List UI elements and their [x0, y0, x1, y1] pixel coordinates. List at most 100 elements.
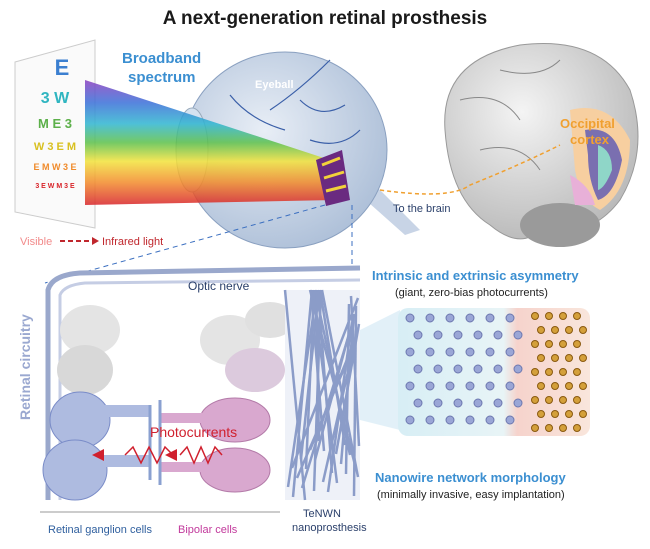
- lattice-atom: [413, 330, 423, 340]
- lattice-atom: [493, 364, 503, 374]
- surface-atom: [531, 312, 539, 320]
- occipital-label: Occipital: [560, 116, 615, 131]
- broadband-light-beam: [85, 80, 335, 205]
- surface-atom: [545, 396, 553, 404]
- lattice-atom: [413, 398, 423, 408]
- surface-atom: [531, 424, 539, 432]
- retinal-implant-icon: [316, 150, 350, 206]
- surface-atom: [565, 382, 573, 390]
- lattice-atom: [465, 381, 475, 391]
- surface-atom: [559, 312, 567, 320]
- brain: [444, 42, 639, 247]
- optic-nerve-label: Optic nerve: [188, 279, 250, 293]
- lattice-atom: [445, 313, 455, 323]
- lattice-atom: [453, 364, 463, 374]
- lattice-atom: [465, 415, 475, 425]
- surface-atom: [545, 368, 553, 376]
- surface-atom: [537, 326, 545, 334]
- retinal-circuitry-label: Retinal circuitry: [17, 314, 33, 420]
- surface-atom: [545, 424, 553, 432]
- svg-text:M E 3: M E 3: [38, 116, 72, 131]
- asymmetry-title: Intrinsic and extrinsic asymmetry: [372, 268, 579, 283]
- crystal-lattice-inset: [398, 308, 590, 436]
- lattice-atom: [473, 330, 483, 340]
- surface-atom: [531, 340, 539, 348]
- surface-atom: [573, 368, 581, 376]
- lattice-atom: [433, 364, 443, 374]
- visible-label: Visible: [20, 236, 52, 248]
- eyeball-label: Eyeball: [255, 79, 294, 91]
- photocurrents-label: Photocurrents: [150, 424, 237, 440]
- surface-atom: [531, 368, 539, 376]
- lattice-atom: [513, 330, 523, 340]
- lattice-atom: [453, 330, 463, 340]
- morphology-title: Nanowire network morphology: [375, 470, 566, 485]
- arrowhead-icon: [92, 237, 99, 245]
- surface-atom: [537, 410, 545, 418]
- page-title: A next-generation retinal prosthesis: [163, 8, 487, 29]
- surface-atom: [531, 396, 539, 404]
- svg-text:E M W 3 E: E M W 3 E: [33, 162, 76, 172]
- surface-atom: [565, 410, 573, 418]
- nanowire: [344, 303, 351, 475]
- lattice-atom: [505, 381, 515, 391]
- surface-atom: [565, 354, 573, 362]
- surface-atom: [573, 396, 581, 404]
- signal-path-to-brain: [379, 144, 561, 195]
- morphology-subtitle: (minimally invasive, easy implantation): [377, 489, 565, 501]
- surface-atom: [579, 382, 587, 390]
- surface-atom: [551, 354, 559, 362]
- svg-text:E: E: [55, 55, 70, 80]
- lattice-atom: [405, 313, 415, 323]
- lattice-atom: [485, 347, 495, 357]
- nanowire-network: [283, 289, 361, 501]
- asymmetry-subtitle: (giant, zero-bias photocurrents): [395, 287, 548, 299]
- lattice-atom: [505, 313, 515, 323]
- lattice-atom: [485, 415, 495, 425]
- svg-text:W 3 E M: W 3 E M: [34, 141, 76, 153]
- eye-chart: E 3 W M E 3 W 3 E M E M W 3 E 3 E W M 3 …: [14, 39, 96, 229]
- bipolar-label: Bipolar cells: [178, 524, 238, 536]
- lattice-atom: [485, 381, 495, 391]
- surface-atom: [537, 382, 545, 390]
- lattice-atom: [473, 364, 483, 374]
- surface-atom: [551, 382, 559, 390]
- lattice-atom: [513, 398, 523, 408]
- surface-atom: [579, 354, 587, 362]
- surface-atom: [573, 424, 581, 432]
- surface-atom: [551, 326, 559, 334]
- lattice-atom: [425, 313, 435, 323]
- surface-atom: [573, 312, 581, 320]
- lattice-atom: [433, 330, 443, 340]
- svg-text:3 E W M 3 E: 3 E W M 3 E: [35, 183, 75, 190]
- lattice-atom: [473, 398, 483, 408]
- lattice-atom: [485, 313, 495, 323]
- lattice-atom: [413, 364, 423, 374]
- lattice-atom: [425, 347, 435, 357]
- surface-atom: [559, 424, 567, 432]
- nanowire: [349, 295, 361, 447]
- nanowire: [320, 289, 360, 478]
- lattice-atom: [505, 415, 515, 425]
- tenwn-label: TeNWN: [303, 508, 341, 520]
- lattice-atom: [445, 381, 455, 391]
- nanowire: [300, 337, 350, 489]
- surface-atom: [537, 354, 545, 362]
- nanowire: [291, 289, 314, 498]
- nanoprosthesis-label: nanoprosthesis: [292, 522, 367, 534]
- surface-atom: [565, 326, 573, 334]
- surface-atom: [559, 340, 567, 348]
- cortex-label: cortex: [570, 132, 610, 147]
- lattice-atom: [453, 398, 463, 408]
- svg-text:3 W: 3 W: [41, 90, 70, 107]
- lattice-atom: [405, 347, 415, 357]
- lattice-atom: [425, 381, 435, 391]
- spectrum-label: spectrum: [128, 69, 196, 86]
- lattice-atom: [513, 364, 523, 374]
- surface-atom: [579, 326, 587, 334]
- lattice-atom: [445, 347, 455, 357]
- surface-atom: [545, 312, 553, 320]
- lattice-atom: [433, 398, 443, 408]
- lattice-atom: [493, 398, 503, 408]
